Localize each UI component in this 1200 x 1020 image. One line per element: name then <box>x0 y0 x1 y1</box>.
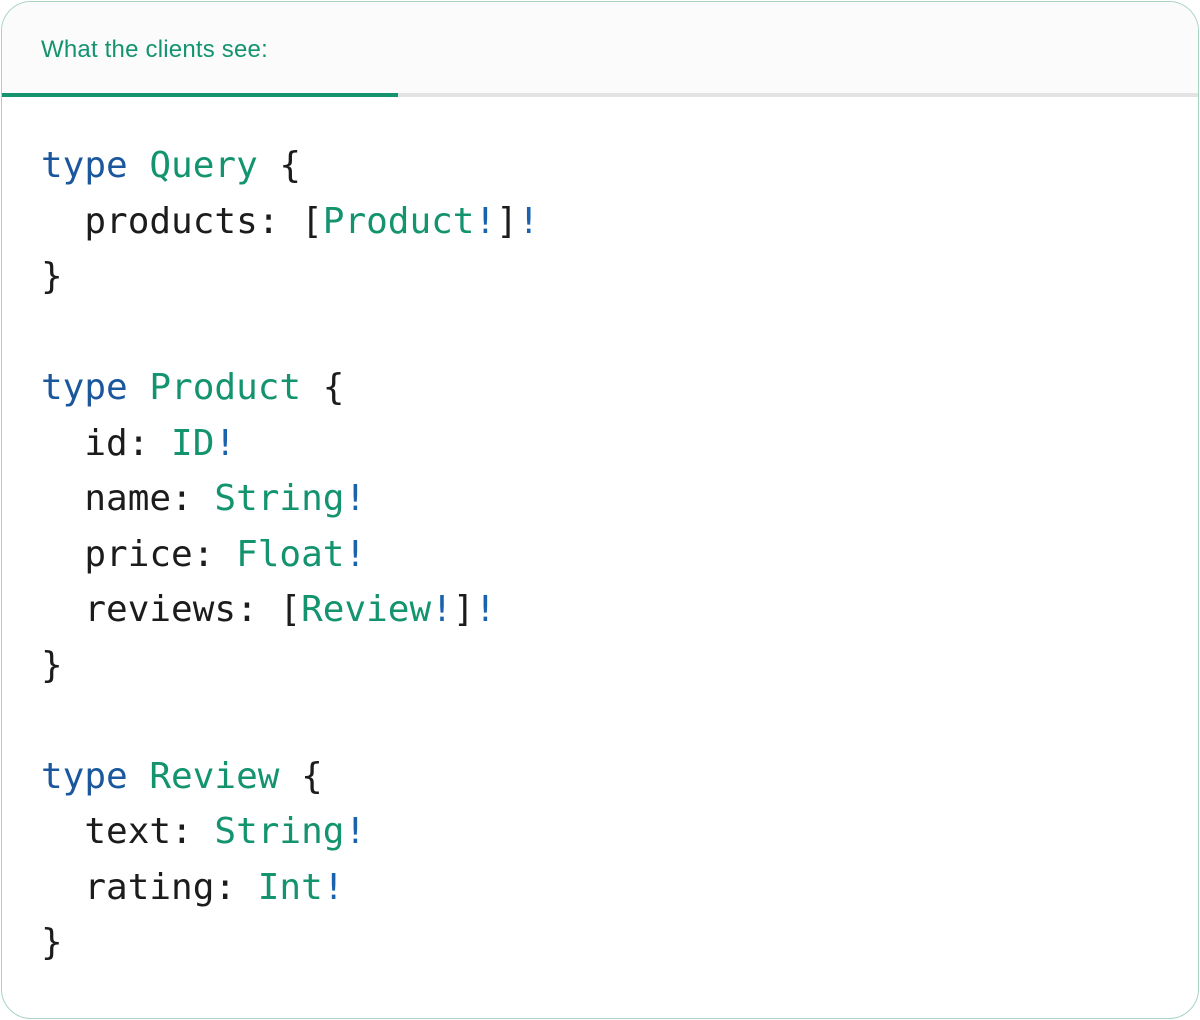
code-token-type: ID <box>171 422 215 464</box>
code-line: price: Float! <box>41 527 1168 583</box>
code-token-bang: ! <box>322 866 345 908</box>
code-line: } <box>41 915 1168 971</box>
code-token-plain: id: <box>41 422 172 464</box>
code-token-plain: ] <box>496 200 518 242</box>
code-token-plain: { <box>279 755 323 797</box>
code-token-type: Review <box>301 589 432 630</box>
code-token-bang: ! <box>344 533 367 575</box>
code-token-type: String <box>214 811 345 852</box>
code-token-type: String <box>214 478 345 519</box>
code-token-type: Product <box>149 367 302 408</box>
code-line: reviews: [Review!]! <box>41 582 1168 638</box>
code-token-plain: } <box>41 922 63 963</box>
tab-bar: What the clients see: <box>2 2 1198 97</box>
code-token-type: Product <box>322 200 475 242</box>
code-token-plain: } <box>41 644 63 686</box>
code-token-plain: { <box>301 367 345 408</box>
code-line: type Query { <box>41 138 1168 194</box>
code-line: } <box>41 638 1168 694</box>
code-line: rating: Int! <box>41 860 1168 916</box>
code-token-plain: } <box>41 256 63 297</box>
code-token-type: Float <box>236 533 345 575</box>
code-line: text: String! <box>41 804 1168 860</box>
code-line: products: [Product!]! <box>41 194 1168 250</box>
code-token-bang: ! <box>517 200 540 242</box>
code-line: type Review { <box>41 749 1168 805</box>
schema-code-block: type Query { products: [Product!]!} type… <box>41 138 1168 971</box>
code-line: type Product { <box>41 360 1168 416</box>
code-token-type: Int <box>257 866 323 908</box>
code-token-plain: rating: <box>41 866 258 908</box>
code-line: id: ID! <box>41 416 1168 472</box>
tab-what-clients-see[interactable]: What the clients see: <box>2 2 268 97</box>
code-token-bang: ! <box>344 478 367 519</box>
code-area: type Query { products: [Product!]!} type… <box>2 97 1198 971</box>
code-token-plain: text: <box>41 811 215 852</box>
code-token-bang: ! <box>474 589 497 630</box>
code-token-type: Query <box>149 145 258 186</box>
code-token-bang: ! <box>214 422 237 464</box>
code-token-kw: type <box>41 755 150 797</box>
code-token-bang: ! <box>474 200 497 242</box>
code-token-bang: ! <box>344 811 367 852</box>
code-token-type: Review <box>149 755 280 797</box>
code-token-plain: { <box>257 145 302 186</box>
code-token-plain: products: [ <box>41 200 323 242</box>
code-line: } <box>41 249 1168 305</box>
code-token-plain: price: <box>41 533 237 575</box>
code-token-kw: type <box>41 367 150 408</box>
active-tab-underline <box>2 93 398 97</box>
code-token-plain: name: <box>41 478 215 519</box>
code-line <box>41 693 1168 749</box>
code-token-bang: ! <box>431 589 453 630</box>
code-token-plain: reviews: [ <box>41 589 302 630</box>
code-line <box>41 305 1168 361</box>
code-token-kw: type <box>41 145 150 186</box>
tab-label: What the clients see: <box>41 35 268 63</box>
code-line: name: String! <box>41 471 1168 527</box>
code-token-plain: ] <box>452 589 475 630</box>
